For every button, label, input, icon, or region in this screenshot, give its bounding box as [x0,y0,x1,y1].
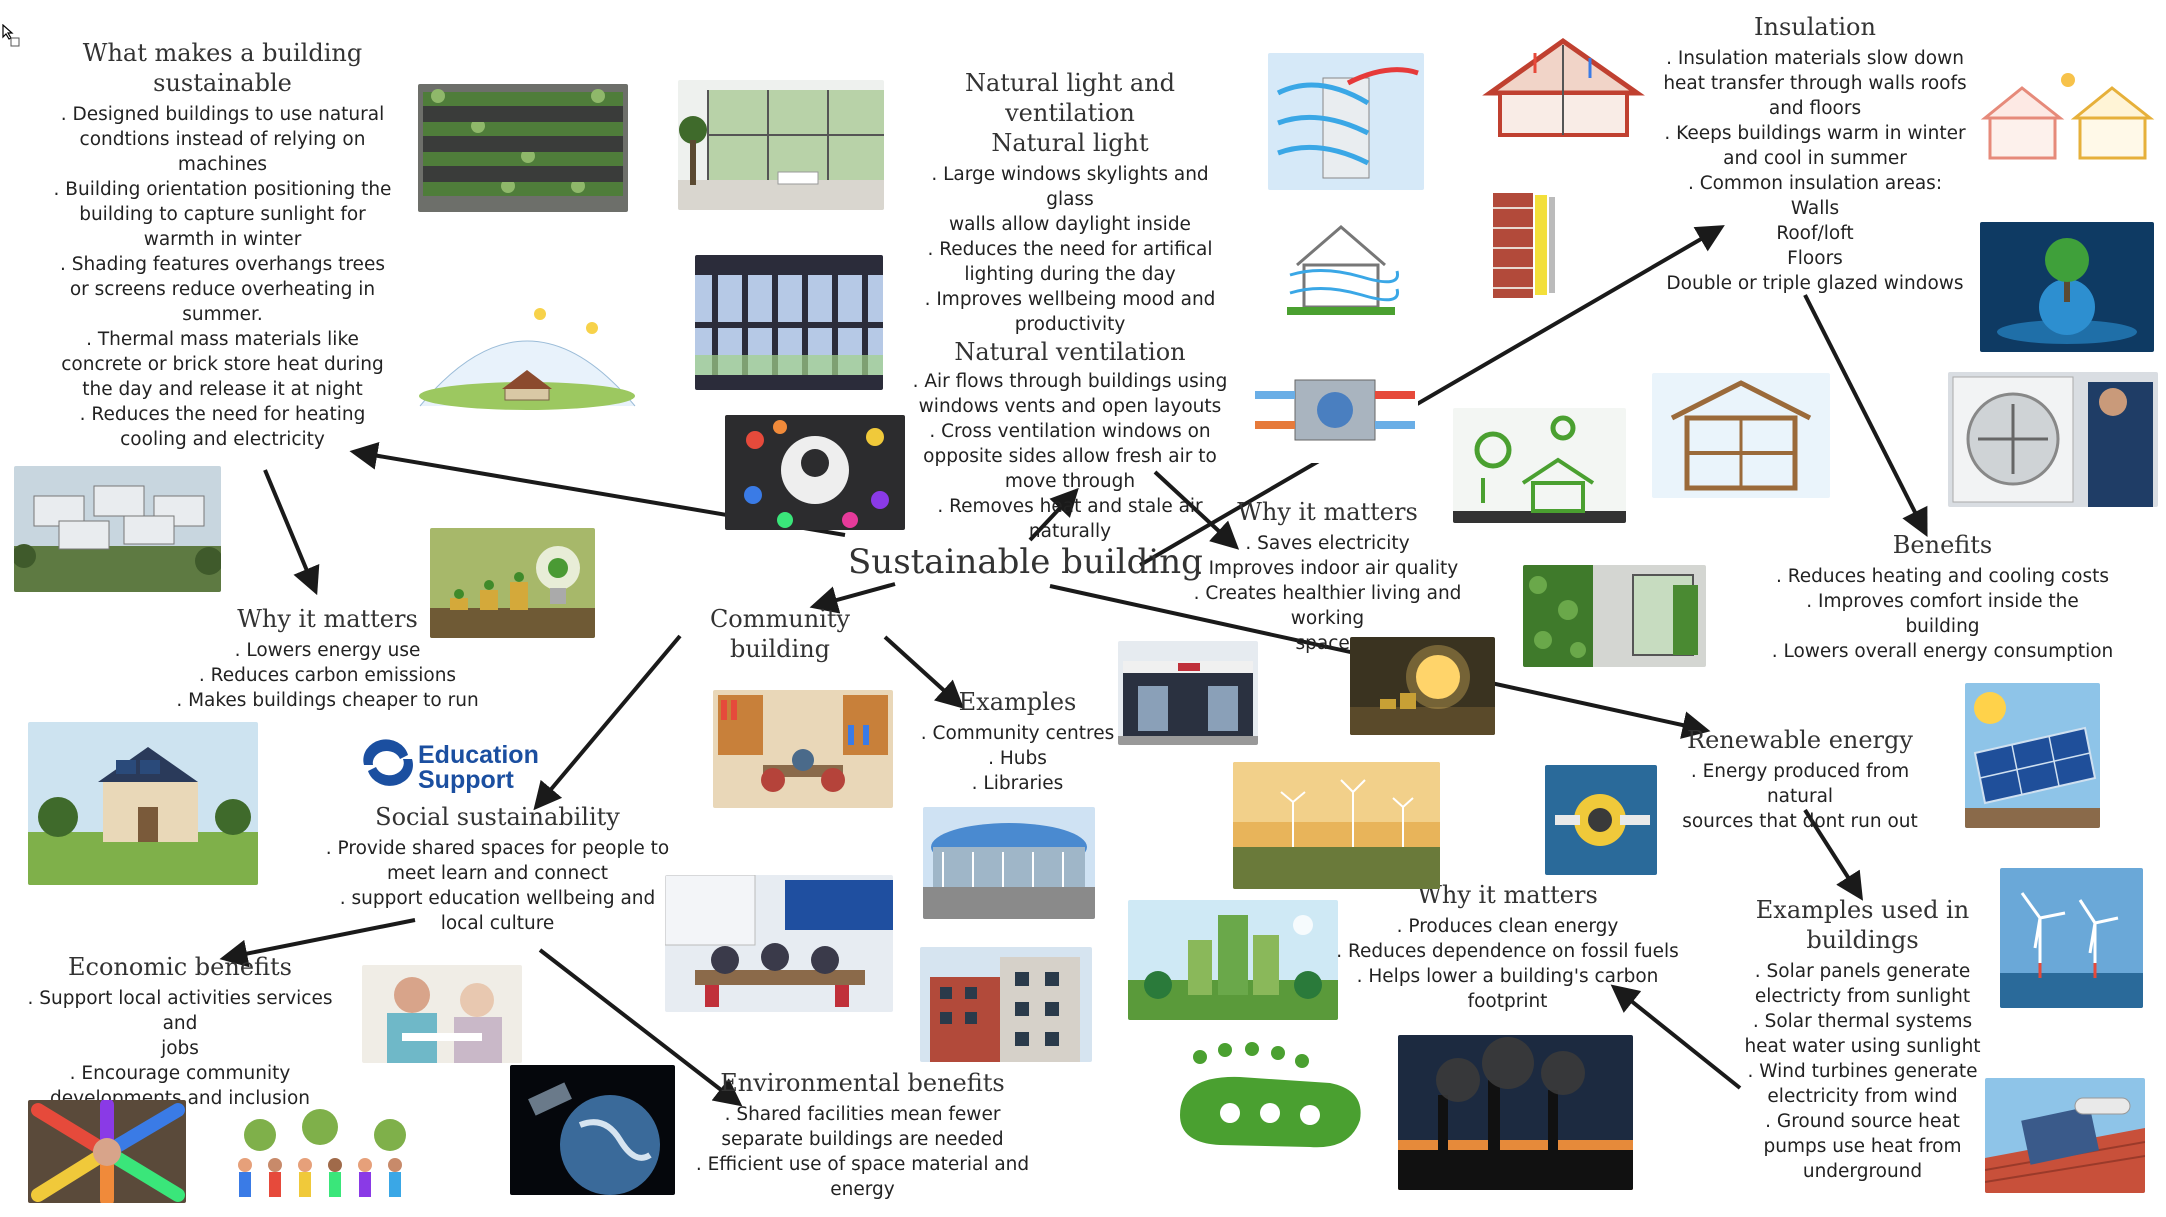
house-ventilation-image [1282,215,1400,320]
block-insulation: Insulation . Insulation materials slow d… [1660,12,1970,296]
block-sustainable: What makes a building sustainable . Desi… [50,38,395,452]
heat-pump-technician-image [1948,372,2158,507]
block-community: Community building [660,604,900,664]
turbine-generator-image [1545,765,1657,875]
house-cogs-image [1453,408,1626,523]
globe-tree-image [1980,222,2154,352]
terraced-green-building-image [14,466,221,592]
community-crowd-illustration-image [220,1105,432,1203]
block-why-renewable: Why it matters . Produces clean energy .… [1335,880,1680,1014]
library-group-image [713,690,893,808]
block-sustainable-lines: . Designed buildings to use natural cond… [50,102,395,452]
living-wall-interior-image [1523,565,1706,667]
hands-together-image [28,1100,186,1203]
mental-health-head-image [725,415,905,530]
block-examples-used: Examples used in buildings . Solar panel… [1725,895,2000,1184]
solar-water-heater-image [1985,1078,2145,1193]
planet-satellite-image [510,1065,675,1195]
heat-recovery-unit-image [1250,355,1418,463]
lightbulb-coins-image [1350,637,1495,735]
block-natural-light: Natural light and ventilation Natural li… [905,68,1235,544]
brick-wall-insulation-image [1483,183,1578,303]
wind-farm-sunset-image [1233,762,1440,889]
block-renewable: Renewable energy . Energy produced from … [1655,725,1945,834]
loft-insulation-comparison-image [1980,68,2156,168]
community-meeting-image [665,875,893,1012]
block-environmental: Environmental benefits . Shared faciliti… [695,1068,1030,1202]
block-economic: Economic benefits . Support local activi… [10,952,350,1111]
arrow-community-to-social [537,636,680,806]
community-centre-exterior-image [1118,641,1258,745]
glazed-facade-image [695,255,883,390]
green-footprint-image [1160,1035,1382,1173]
industrial-smoke-image [1398,1035,1633,1190]
mouse-cursor-icon [2,24,24,52]
arrow-sustainable-to-why [265,470,315,590]
house-insulation-diagram-image [1475,33,1652,148]
eco-city-image [1128,900,1338,1020]
offshore-wind-turbines-image [2000,868,2143,1008]
block-examples: Examples . Community centres . Hubs . Li… [910,687,1125,796]
arrow-center-to-community [815,584,895,606]
natural-ventilation-subtitle: Natural ventilation [905,337,1235,367]
coins-plant-bulb-image [430,528,595,638]
center-title: Sustainable building [848,542,1203,582]
carer-elderly-image [362,965,522,1063]
house-insulation-floors-image [1652,373,1830,498]
modern-venue-building-image [923,807,1095,919]
solar-panels-image [1965,683,2100,828]
block-why-light: Why it matters . Saves electricity . Imp… [1155,497,1500,656]
sun-path-diagram-image [410,296,645,411]
glass-room-interior-image [678,80,884,210]
block-benefits: Benefits . Reduces heating and cooling c… [1770,530,2115,664]
brick-apartments-image [920,947,1092,1062]
block-sustainable-title: What makes a building sustainable [50,38,395,98]
block-social: Social sustainability . Provide shared s… [325,802,670,936]
vertical-garden-facade-image [418,84,628,212]
eco-house-solar-image [28,722,258,885]
building-airflow-image [1268,53,1424,190]
